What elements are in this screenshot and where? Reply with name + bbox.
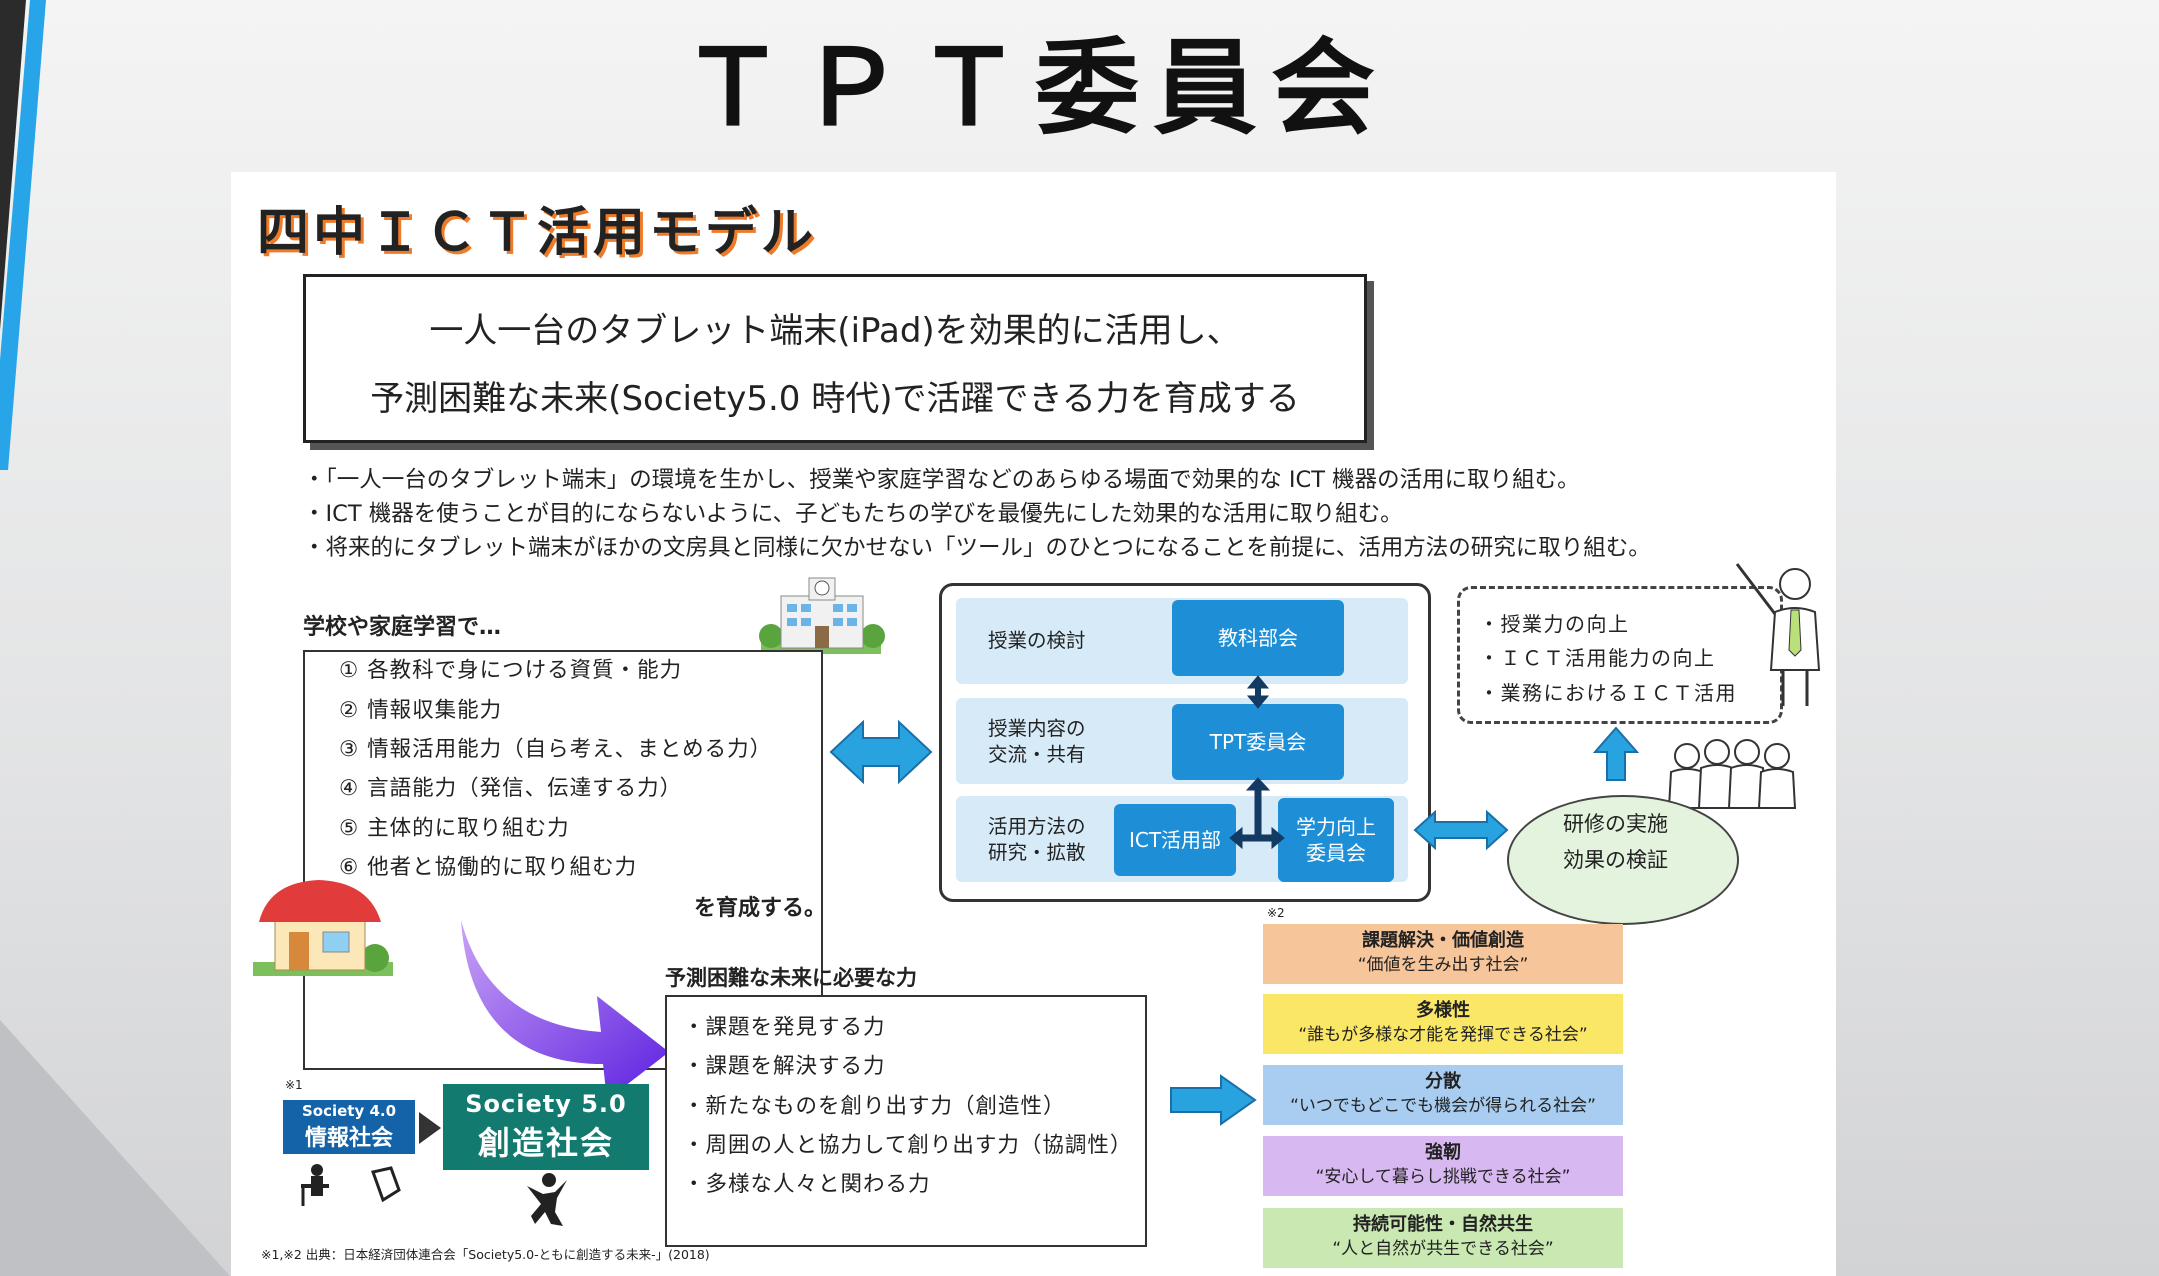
value-subtitle: “安心して暮らし挑戦できる社会”	[1315, 1167, 1571, 1187]
training-ellipse	[1507, 795, 1739, 925]
house-icon	[253, 880, 393, 976]
value-subtitle: “価値を生み出す社会”	[1357, 955, 1529, 975]
value-subtitle: “人と自然が共生できる社会”	[1332, 1239, 1554, 1259]
jumping-person-icon	[527, 1173, 567, 1226]
ability-item: ③ 情報活用能力（自ら考え、まとめる力）	[339, 737, 773, 762]
future-heading: 予測困難な未来に必要な力	[665, 966, 917, 990]
mission-line-1: 一人一台のタブレット端末(iPad)を効果的に活用し、	[429, 311, 1241, 351]
training-line-2: 効果の検証	[1563, 848, 1668, 872]
bullet-1: ・「一人一台のタブレット端末」の環境を生かし、授業や家庭学習などのあらゆる場面で…	[303, 467, 1580, 493]
goal-item: ・ＩＣＴ活用能力の向上	[1479, 646, 1716, 670]
org-row-label: 活用方法の 研究・拡散	[988, 815, 1086, 864]
value-title: 多様性	[1416, 1000, 1470, 1021]
source-note: ※1,※2 出典：日本経済団体連合会「Society5.0-ともに創造する未来-…	[261, 1247, 710, 1262]
curved-arrow-icon	[461, 920, 669, 1100]
ability-item: ⑤ 主体的に取り組む力	[339, 816, 570, 841]
values-note: ※2	[1267, 906, 1285, 920]
node-gakuryoku-committee: 学力向上 委員会	[1278, 798, 1394, 882]
bullet-3: ・将来的にタブレット端末がほかの文房具と同様に欠かせない「ツール」のひとつになる…	[303, 535, 1651, 561]
triangle-arrow-icon	[419, 1112, 441, 1144]
node-ict-department: ICT活用部	[1114, 804, 1236, 876]
goal-item: ・授業力の向上	[1479, 612, 1630, 636]
right-arrow-icon	[1170, 1074, 1257, 1126]
society-4-box: Society 4.0 情報社会	[283, 1100, 415, 1154]
value-box: 持続可能性・自然共生 “人と自然が共生できる社会”	[1263, 1208, 1623, 1268]
future-abilities-box	[665, 995, 1147, 1247]
org-connector-arrows	[1229, 675, 1285, 850]
value-box: 分散 “いつでもどこでも機会が得られる社会”	[1263, 1065, 1623, 1125]
bullet-2: ・ICT 機器を使うことが目的にならないように、子どもたちの学びを最優先にした効…	[303, 501, 1403, 527]
value-title: 分散	[1425, 1071, 1461, 1092]
model-panel: 四中ＩＣＴ活用モデル 一人一台のタブレット端末(iPad)を効果的に活用し、 予…	[231, 172, 1836, 1276]
future-item: ・課題を解決する力	[683, 1054, 886, 1079]
ability-item: ① 各教科で身につける資質・能力	[339, 658, 683, 683]
org-row-label: 授業内容の 交流・共有	[988, 717, 1086, 766]
future-item: ・周囲の人と協力して創り出す力（協調性）	[683, 1133, 1133, 1158]
slide-title: ＴＰＴ委員会	[680, 27, 1389, 149]
society-note: ※1	[285, 1078, 303, 1092]
value-box: 多様性 “誰もが多様な才能を発揮できる社会”	[1263, 994, 1623, 1054]
society-4-name: 情報社会	[304, 1126, 393, 1151]
value-box: 強靭 “安心して暮らし挑戦できる社会”	[1263, 1136, 1623, 1196]
society-5-label: Society 5.0	[465, 1090, 627, 1118]
ability-item: ⑥ 他者と協働的に取り組む力	[339, 855, 638, 880]
abilities-footer: を育成する。	[694, 896, 827, 921]
value-title: 強靭	[1425, 1142, 1461, 1163]
future-item: ・新たなものを創り出す力（創造性）	[683, 1094, 1066, 1119]
node-subject-committee: 教科部会	[1172, 600, 1344, 676]
goal-item: ・業務におけるＩＣＴ活用	[1479, 681, 1737, 705]
value-title: 課題解決・価値創造	[1362, 930, 1524, 951]
mission-box: 一人一台のタブレット端末(iPad)を効果的に活用し、 予測困難な未来(Soci…	[303, 274, 1367, 443]
up-arrow-icon	[1593, 726, 1639, 781]
slide-corner-decoration	[0, 1020, 230, 1276]
teacher-pointer-icon	[1735, 563, 1821, 706]
org-row-label: 授業の検討	[988, 629, 1086, 652]
society-5-name: 創造社会	[477, 1124, 614, 1162]
office-worker-icon	[301, 1164, 401, 1206]
future-item: ・課題を発見する力	[683, 1015, 886, 1040]
ability-item: ④ 言語能力（発信、伝達する力）	[339, 776, 683, 801]
node-tpt-committee: TPT委員会	[1172, 704, 1344, 780]
training-line-1: 研修の実施	[1563, 812, 1668, 836]
value-subtitle: “いつでもどこでも機会が得られる社会”	[1290, 1096, 1596, 1116]
future-item: ・多様な人々と関わる力	[683, 1172, 931, 1197]
value-box: 課題解決・価値創造 “価値を生み出す社会”	[1263, 924, 1623, 984]
value-title: 持続可能性・自然共生	[1353, 1214, 1533, 1235]
ability-item: ② 情報収集能力	[339, 698, 503, 723]
school-building-icon	[759, 577, 885, 654]
organization-box: 授業の検討 授業内容の 交流・共有 活用方法の 研究・拡散 教科部会 TPT委員…	[939, 583, 1431, 902]
abilities-heading: 学校や家庭学習で…	[303, 615, 502, 640]
value-subtitle: “誰もが多様な才能を発揮できる社会”	[1298, 1025, 1588, 1045]
mission-line-2: 予測困難な未来(Society5.0 時代)で活躍できる力を育成する	[370, 379, 1300, 419]
society-5-box: Society 5.0 創造社会	[443, 1084, 649, 1170]
model-title: 四中ＩＣＴ活用モデル	[257, 203, 818, 263]
society-4-label: Society 4.0	[301, 1102, 397, 1120]
double-arrow-icon	[829, 719, 933, 785]
people-group-icon	[1667, 739, 1797, 809]
double-arrow-icon	[1413, 809, 1509, 851]
slide-edge-decoration	[0, 0, 46, 470]
goals-box	[1457, 586, 1783, 724]
